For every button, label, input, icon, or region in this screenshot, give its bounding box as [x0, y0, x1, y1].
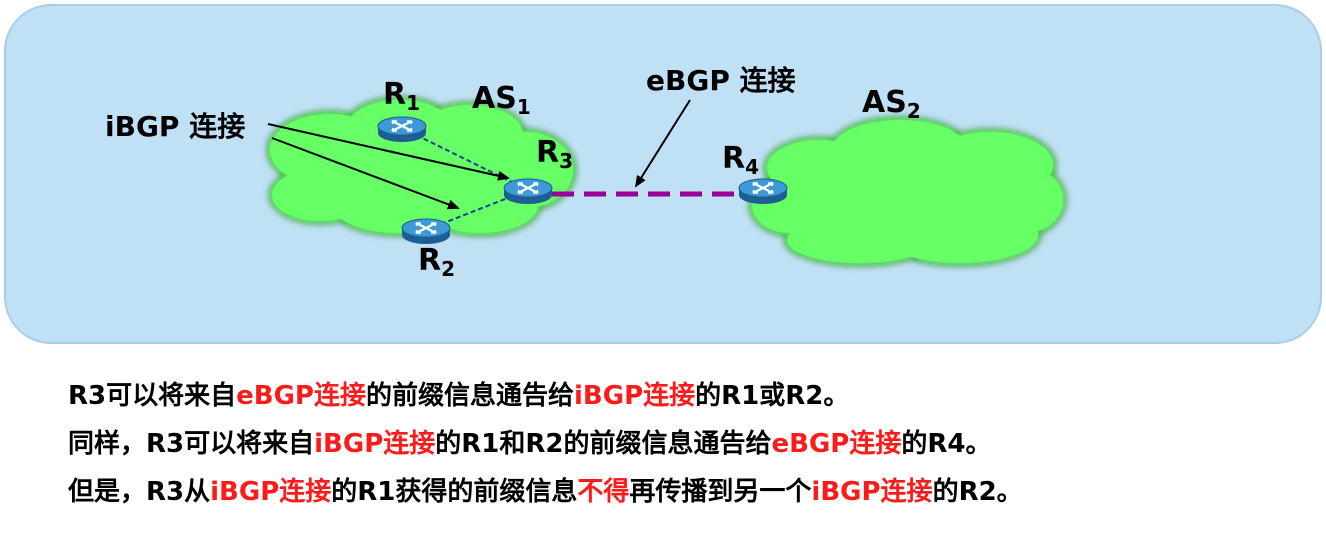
text-segment: 的R1或R2。	[695, 381, 850, 411]
ibgp-label: iBGP 连接	[105, 110, 245, 143]
ibgp-arrow-lower	[271, 137, 460, 210]
text-segment: 的R1和R2的前缀信息通告给	[435, 429, 772, 459]
text-segment: 再传播到另一个	[629, 477, 812, 507]
r4-label: R4	[722, 141, 759, 179]
as1-label: AS1	[472, 81, 531, 119]
explanation-text: R3可以将来自eBGP连接的前缀信息通告给iBGP连接的R1或R2。同样，R3可…	[68, 372, 1023, 516]
text-segment: 同样，R3可以将来自	[68, 429, 315, 459]
highlighted-text: iBGP连接	[811, 477, 933, 507]
router-icon	[737, 177, 789, 206]
text-segment: 但是，R3从	[68, 477, 211, 507]
r2-label: R2	[418, 243, 455, 281]
highlighted-text: 不得	[577, 477, 630, 507]
highlighted-text: eBGP连接	[236, 381, 366, 411]
ebgp-arrow	[634, 99, 691, 188]
as2-label: AS2	[862, 85, 921, 123]
background-panel	[4, 4, 1322, 344]
r3-label: R3	[536, 135, 573, 173]
highlighted-text: iBGP连接	[574, 381, 696, 411]
explanation-line: R3可以将来自eBGP连接的前缀信息通告给iBGP连接的R1或R2。	[68, 372, 1023, 420]
text-segment: 的前缀信息通告给	[365, 381, 574, 411]
router-icon	[376, 115, 428, 144]
text-segment: R3可以将来自	[68, 381, 237, 411]
highlighted-text: eBGP连接	[771, 429, 902, 459]
router-icon	[502, 177, 554, 206]
explanation-line: 但是，R3从iBGP连接的R1获得的前缀信息不得再传播到另一个iBGP连接的R2…	[68, 468, 1023, 516]
text-segment: 的R2。	[932, 477, 1023, 507]
bgp-diagram: iBGP 连接 eBGP 连接 R1 R2 R3 R4 AS1 AS2	[4, 4, 1322, 344]
ibgp-arrow-upper	[267, 123, 510, 181]
router-icon	[400, 217, 452, 246]
explanation-line: 同样，R3可以将来自iBGP连接的R1和R2的前缀信息通告给eBGP连接的R4。	[68, 420, 1023, 468]
ebgp-label: eBGP 连接	[646, 64, 796, 97]
r1-label: R1	[383, 77, 420, 115]
text-segment: 的R4。	[901, 429, 992, 459]
as2-cloud	[748, 116, 1067, 267]
highlighted-text: iBGP连接	[210, 477, 332, 507]
text-segment: 的R1获得的前缀信息	[331, 477, 578, 507]
highlighted-text: iBGP连接	[314, 429, 436, 459]
